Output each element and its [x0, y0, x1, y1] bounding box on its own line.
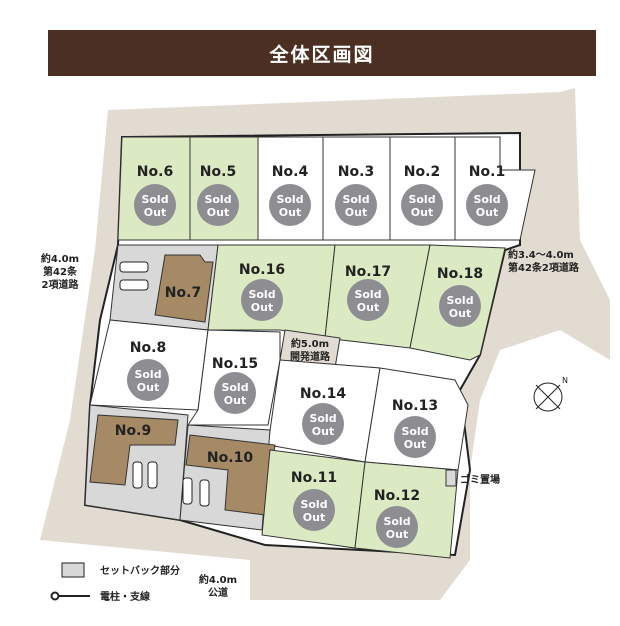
lot-label: No.18: [437, 266, 483, 282]
sold-out-text: Out: [224, 394, 246, 407]
sold-out-badge: [347, 279, 389, 321]
pole-icon: [50, 591, 60, 601]
sold-out-text: Out: [251, 301, 273, 314]
lot-label: No.9: [115, 423, 151, 439]
garbage-label: ゴミ置場: [460, 473, 500, 486]
legend-setback: セットバック部分: [100, 564, 180, 577]
lot-label: No.5: [200, 164, 236, 180]
sold-out-badge: [214, 372, 256, 414]
sold-out-text: Out: [144, 206, 166, 219]
lot-label: No.2: [404, 164, 440, 180]
lot-label: No.15: [212, 356, 258, 372]
sold-out-text: Sold: [276, 193, 303, 206]
sold-out-badge: [335, 184, 377, 226]
lot-no10[interactable]: [179, 424, 276, 531]
svg-text:第42条2項道路: 第42条2項道路: [508, 261, 580, 274]
sold-out-text: Out: [449, 307, 471, 320]
lot-label: No.14: [300, 386, 346, 402]
sold-out-badge: [302, 403, 344, 445]
lot-label: No.11: [291, 470, 337, 486]
sold-out-badge: [293, 489, 335, 531]
sold-out-text: Sold: [134, 368, 161, 381]
sold-out-badge: [269, 184, 311, 226]
svg-text:公道: 公道: [208, 586, 228, 599]
sold-out-text: Sold: [342, 193, 369, 206]
svg-text:第42条: 第42条: [43, 265, 78, 278]
svg-text:N: N: [562, 376, 568, 385]
sold-out-text: Sold: [473, 193, 500, 206]
lot-label: No.4: [272, 164, 309, 180]
legend-pole: 電柱・支線: [100, 590, 150, 603]
sold-out-text: Out: [137, 381, 159, 394]
road-label-dev: 約5.0m 開発道路: [290, 337, 331, 363]
sold-out-text: Sold: [401, 425, 428, 438]
road-label-west: 約4.0m 第42条 2項道路: [41, 252, 80, 291]
sold-out-text: Sold: [309, 412, 336, 425]
road-label-east: 約3.4～4.0m 第42条2項道路: [508, 248, 580, 274]
sold-out-text: Sold: [141, 193, 168, 206]
sold-out-text: Out: [279, 206, 301, 219]
lot-label: No.6: [137, 164, 173, 180]
lot-label: No.10: [207, 450, 253, 466]
sold-out-badge: [376, 506, 418, 548]
compass-icon: N: [533, 376, 568, 412]
sold-out-badge: [401, 184, 443, 226]
lot-label: No.17: [345, 264, 391, 280]
sold-out-text: Sold: [383, 515, 410, 528]
sold-out-text: Out: [411, 206, 433, 219]
svg-text:約5.0m: 約5.0m: [291, 337, 329, 350]
setback-swatch: [61, 562, 85, 578]
sold-out-text: Out: [303, 511, 325, 524]
svg-text:開発道路: 開発道路: [290, 350, 331, 363]
sold-out-badge: [466, 184, 508, 226]
lot-label: No.7: [165, 285, 201, 301]
lot-label: No.12: [374, 488, 420, 504]
garbage-area: [445, 469, 457, 487]
svg-text:2項道路: 2項道路: [42, 278, 80, 291]
road-label-south: 約4.0m 公道: [199, 573, 237, 599]
lot-label: No.3: [338, 164, 374, 180]
sold-out-badge: [197, 184, 239, 226]
lot-no7[interactable]: [109, 244, 219, 331]
sold-out-text: Sold: [300, 498, 327, 511]
sold-out-badge: [134, 184, 176, 226]
sold-out-text: Sold: [204, 193, 231, 206]
sold-out-text: Sold: [408, 193, 435, 206]
sold-out-badge: [394, 416, 436, 458]
sold-out-text: Sold: [354, 288, 381, 301]
lot-label: No.13: [392, 398, 438, 414]
sold-out-text: Out: [476, 206, 498, 219]
svg-text:約4.0m: 約4.0m: [199, 573, 237, 586]
legend: セットバック部分 電柱・支線: [50, 562, 180, 603]
sold-out-text: Out: [345, 206, 367, 219]
svg-text:約4.0m: 約4.0m: [41, 252, 79, 265]
sold-out-text: Out: [207, 206, 229, 219]
sold-out-text: Out: [357, 301, 379, 314]
svg-text:約3.4～4.0m: 約3.4～4.0m: [508, 248, 574, 261]
sold-out-text: Sold: [221, 381, 248, 394]
lot-label: No.16: [239, 262, 285, 278]
sold-out-text: Sold: [446, 294, 473, 307]
lot-label: No.1: [469, 164, 505, 180]
sold-out-text: Sold: [248, 288, 275, 301]
sold-out-text: Out: [386, 528, 408, 541]
sold-out-badge: [439, 285, 481, 327]
sold-out-badge: [127, 359, 169, 401]
sold-out-badge: [241, 279, 283, 321]
sold-out-text: Out: [312, 425, 334, 438]
sold-out-text: Out: [404, 438, 426, 451]
page-title: 全体区画図: [48, 30, 596, 76]
lot-no9[interactable]: [84, 404, 189, 521]
lot-label: No.8: [130, 340, 166, 356]
